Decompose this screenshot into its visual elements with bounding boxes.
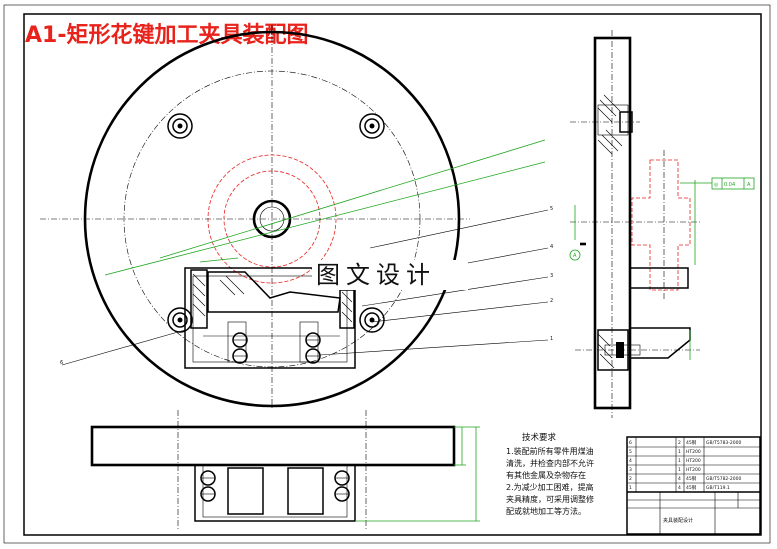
technical-notes: 技术要求 1.装配前所有零件用煤油 清洗，并检查内部不允许 有其他金属及杂物存在… <box>506 432 594 516</box>
datum-label: A <box>573 253 577 259</box>
svg-text:4: 4 <box>629 458 632 464</box>
bolt-bottom-right <box>359 307 385 333</box>
svg-text:1: 1 <box>629 485 632 491</box>
svg-text:HT200: HT200 <box>686 449 701 455</box>
leader-number-4: 4 <box>550 244 553 250</box>
notes-line-1: 1.装配前所有零件用煤油 <box>506 446 594 456</box>
bolt-top-left <box>167 113 193 139</box>
svg-text:GB/T119.1: GB/T119.1 <box>706 485 730 491</box>
leader-number-5: 5 <box>550 206 553 212</box>
notes-line-2: 清洗，并检查内部不允许 <box>506 458 594 468</box>
svg-text:1: 1 <box>678 467 681 473</box>
bottom-view <box>90 410 480 530</box>
notes-line-6: 配或就地加工等方法。 <box>506 506 586 516</box>
leader-number-2: 2 <box>550 298 553 304</box>
datum-circle <box>569 249 581 261</box>
dim-leader-1 <box>159 139 546 259</box>
notes-line-3: 有其他金属及杂物存在 <box>506 470 586 480</box>
svg-text:GB/T5783-2000: GB/T5783-2000 <box>706 440 742 446</box>
tb-row-1: 6 2 45钢 GB/T5783-2000 <box>629 439 742 446</box>
title-block: 6 2 45钢 GB/T5783-2000 5 1 HT200 4 1 HT20… <box>626 436 761 535</box>
svg-text:45钢: 45钢 <box>686 475 697 482</box>
spline-shaft-hidden <box>631 159 691 291</box>
side-plate <box>593 36 632 410</box>
svg-text:2: 2 <box>678 440 681 446</box>
bolt-bottom-left <box>167 307 193 333</box>
svg-text:3: 3 <box>629 467 632 473</box>
svg-text:HT200: HT200 <box>686 458 701 464</box>
svg-text:GB/T5782-2000: GB/T5782-2000 <box>706 476 742 482</box>
bolt-top-right <box>359 113 385 139</box>
svg-text:45钢: 45钢 <box>686 484 697 491</box>
tolerance-symbol: ◎ <box>714 182 719 188</box>
watermark: 图文设计 <box>316 261 436 289</box>
dim-leader-2 <box>104 161 546 276</box>
leader-number-1: 1 <box>550 336 553 342</box>
clamp-bracket-front <box>184 267 356 369</box>
tb-row-3: 4 1 HT200 <box>629 458 701 464</box>
leader-number-3: 3 <box>550 273 553 279</box>
notes-line-5: 夹具精度，可采用调整修 <box>506 494 594 504</box>
svg-text:4: 4 <box>678 476 681 482</box>
front-view <box>40 25 546 410</box>
tolerance-frame: ◎ 0.04 A <box>711 177 755 190</box>
tb-row-2: 5 1 HT200 <box>629 449 701 455</box>
svg-text:5: 5 <box>629 449 632 455</box>
inner-frame <box>23 13 762 536</box>
svg-text:HT200: HT200 <box>686 467 701 473</box>
svg-text:1: 1 <box>678 449 681 455</box>
svg-text:1: 1 <box>678 458 681 464</box>
tb-drawing-name: 夹具装配设计 <box>663 517 693 524</box>
watermark-bg <box>312 260 468 290</box>
outer-frame <box>3 4 771 544</box>
svg-text:2: 2 <box>629 476 632 482</box>
notes-heading: 技术要求 <box>522 432 557 443</box>
base-plate <box>90 425 456 467</box>
svg-text:6: 6 <box>629 440 632 446</box>
svg-text:45钢: 45钢 <box>686 439 697 446</box>
leader-number-6: 6 <box>60 360 63 366</box>
tolerance-value: 0.04 <box>724 182 735 188</box>
tb-row-6: 1 4 45钢 GB/T119.1 <box>629 484 730 491</box>
side-view: A ◎ 0.04 A <box>569 30 755 418</box>
tolerance-datum: A <box>747 182 751 188</box>
tb-row-4: 3 1 HT200 <box>629 467 701 473</box>
tb-row-5: 2 4 45钢 GB/T5782-2000 <box>629 475 742 482</box>
svg-text:4: 4 <box>678 485 681 491</box>
drawing-title: A1-矩形花键加工夹具装配图 <box>25 22 308 48</box>
notes-line-4: 2.为减少加工困难，提高 <box>506 482 594 492</box>
